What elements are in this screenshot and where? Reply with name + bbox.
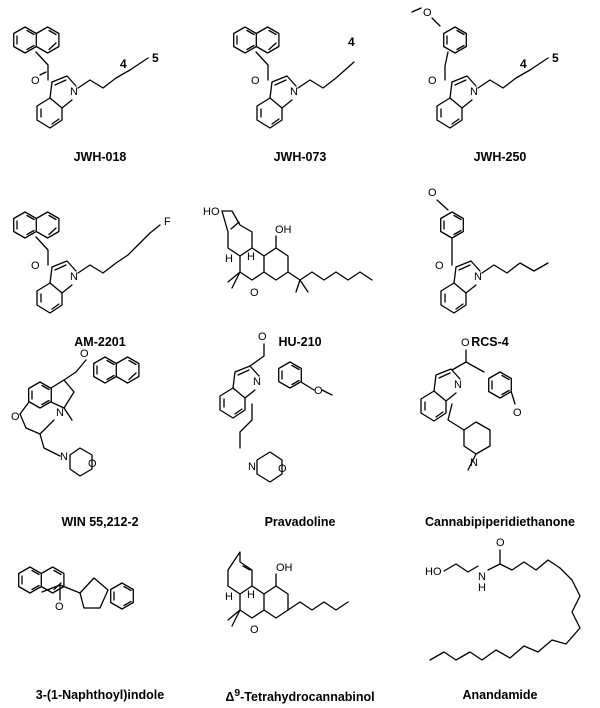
svg-text:O: O bbox=[250, 624, 259, 636]
svg-text:N: N bbox=[478, 571, 486, 583]
svg-text:O: O bbox=[314, 385, 323, 397]
compound-name-thc: Δ9-Tetrahydrocannabinol bbox=[200, 688, 400, 704]
compound-name-cannabipiperidiethanone: Cannabipiperidiethanone bbox=[424, 515, 575, 529]
compound-name-jwh-250: JWH-250 bbox=[473, 150, 527, 164]
svg-text:4: 4 bbox=[520, 57, 527, 71]
svg-text:N: N bbox=[56, 407, 64, 419]
svg-text:4: 4 bbox=[120, 57, 127, 71]
svg-text:O: O bbox=[55, 601, 64, 613]
structure-jwh-073: O 4 bbox=[233, 26, 355, 129]
compound-name-am-2201: AM-2201 bbox=[74, 335, 126, 349]
svg-text:H: H bbox=[225, 253, 233, 265]
structure-jwh-250: O O 4 5 bbox=[411, 7, 559, 129]
structure-anandamide: HO N H O bbox=[425, 537, 581, 661]
svg-text:O: O bbox=[258, 331, 267, 343]
compound-name-win-55212-2: WIN 55,212-2 bbox=[61, 515, 139, 529]
structure-jwh-018: O 4 5 bbox=[13, 26, 159, 129]
svg-text:O: O bbox=[278, 463, 287, 475]
svg-text:O: O bbox=[428, 187, 437, 199]
svg-text:O: O bbox=[435, 260, 444, 272]
compound-name-rcs-4: RCS-4 bbox=[471, 335, 509, 349]
svg-text:OH: OH bbox=[276, 562, 293, 574]
svg-text:HO: HO bbox=[425, 566, 442, 578]
svg-text:N: N bbox=[248, 461, 256, 473]
svg-text:O: O bbox=[251, 75, 260, 87]
compound-name-jwh-018: JWH-018 bbox=[73, 150, 127, 164]
svg-text:O: O bbox=[31, 75, 40, 87]
structure-win-55212-2: O N O N O bbox=[11, 348, 140, 477]
structure-am-2201: O F bbox=[13, 211, 171, 314]
structure-naphthoylindole: O bbox=[18, 566, 134, 613]
svg-text:O: O bbox=[80, 348, 89, 360]
svg-text:F: F bbox=[164, 216, 171, 228]
svg-text:OH: OH bbox=[275, 224, 292, 236]
svg-text:H: H bbox=[247, 251, 255, 263]
compound-name-hu-210: HU-210 bbox=[278, 335, 322, 349]
thc-delta: Δ bbox=[225, 690, 235, 705]
structure-pravadoline: O O N O bbox=[219, 331, 333, 483]
svg-text:O: O bbox=[428, 75, 437, 87]
svg-text:5: 5 bbox=[152, 51, 159, 65]
svg-text:HO: HO bbox=[203, 206, 220, 218]
structure-rcs-4: O O bbox=[428, 187, 549, 314]
compound-name-anandamide: Anandamide bbox=[462, 688, 538, 702]
svg-text:H: H bbox=[225, 591, 233, 603]
thc-name-rest: -Tetrahydrocannabinol bbox=[240, 690, 375, 705]
svg-text:O: O bbox=[31, 260, 40, 272]
structure-thc: OH H H O bbox=[225, 551, 349, 636]
compound-name-pravadoline: Pravadoline bbox=[264, 515, 336, 529]
svg-text:5: 5 bbox=[552, 51, 559, 65]
svg-text:O: O bbox=[423, 7, 432, 19]
svg-text:H: H bbox=[478, 582, 486, 594]
svg-text:O: O bbox=[88, 458, 97, 470]
svg-text:O: O bbox=[11, 411, 20, 423]
structure-hu-210: HO OH H H O bbox=[203, 206, 373, 299]
svg-text:O: O bbox=[513, 407, 522, 419]
svg-text:O: O bbox=[496, 537, 505, 549]
compound-name-naphthoylindole: 3-(1-Naphthoyl)indole bbox=[35, 688, 165, 702]
svg-text:N: N bbox=[470, 457, 478, 469]
compound-name-jwh-073: JWH-073 bbox=[273, 150, 327, 164]
thc-superscript: 9 bbox=[234, 688, 241, 699]
svg-text:O: O bbox=[250, 287, 259, 299]
svg-text:N: N bbox=[60, 451, 68, 463]
structure-cannabipiperidiethanone: O O N bbox=[420, 337, 522, 471]
svg-text:4: 4 bbox=[348, 35, 355, 49]
svg-text:O: O bbox=[461, 337, 470, 349]
svg-text:H: H bbox=[247, 589, 255, 601]
